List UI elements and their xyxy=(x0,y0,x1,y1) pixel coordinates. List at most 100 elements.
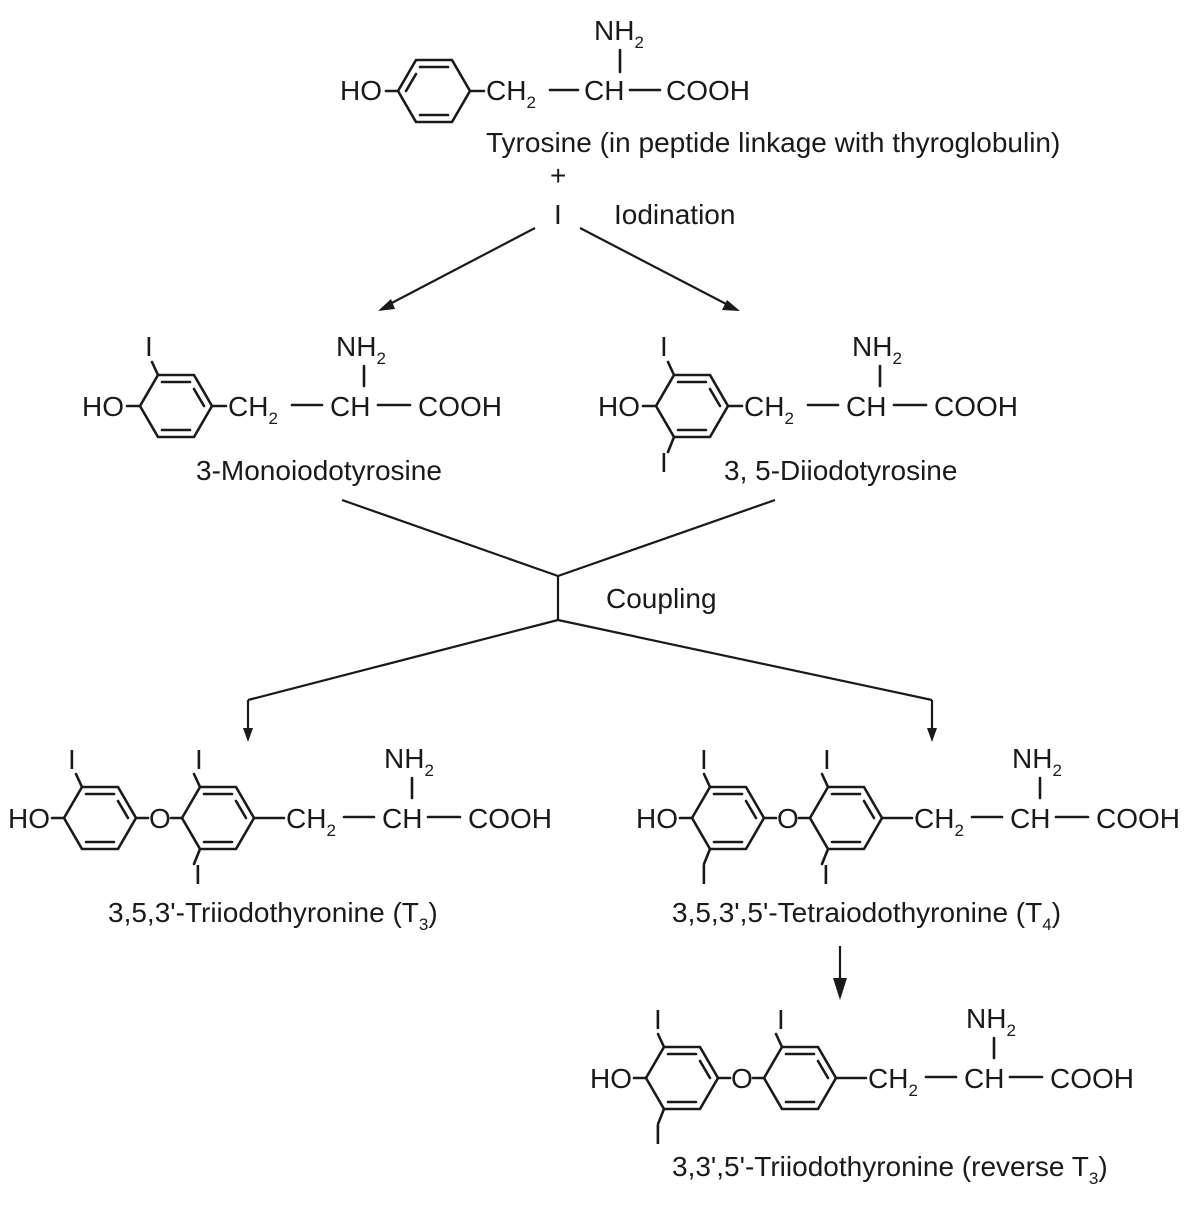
double-bond xyxy=(708,387,722,408)
iodine-label: I xyxy=(660,447,668,478)
bond xyxy=(774,1032,784,1049)
arrow-to-dit xyxy=(579,227,731,307)
coupling-connector xyxy=(243,498,937,742)
iodine-label: I xyxy=(194,859,202,890)
benzene-ring xyxy=(62,785,138,851)
alpha-carbon-label: CH xyxy=(330,391,370,422)
bond xyxy=(820,847,830,866)
double-bond xyxy=(192,387,206,408)
methylene-label: CH2 xyxy=(914,803,964,840)
ether-oxygen-label: O xyxy=(777,803,799,834)
methylene-label: CH2 xyxy=(286,803,336,840)
double-bond xyxy=(116,799,130,820)
hydroxyl-label: HO xyxy=(598,391,640,422)
carboxyl-label: COOH xyxy=(934,391,1018,422)
amino-label: NH2 xyxy=(384,743,434,780)
coupling-step-label: Coupling xyxy=(606,583,717,614)
bond xyxy=(656,1032,666,1049)
bond xyxy=(74,772,84,789)
methylene-label: CH2 xyxy=(486,75,536,112)
amino-label: NH2 xyxy=(594,15,644,52)
t4-structure: HO I I O I I CH2 CH COOH NH2 xyxy=(636,743,1180,890)
arrowhead xyxy=(833,978,847,1000)
t3-name: 3,5,3'-Triiodothyronine (T3) xyxy=(108,897,438,934)
bond xyxy=(820,772,830,789)
alpha-carbon-label: CH xyxy=(964,1063,1004,1094)
benzene-ring xyxy=(138,373,214,439)
methylene-label: CH2 xyxy=(744,391,794,428)
bond xyxy=(666,360,676,377)
benzene-ring xyxy=(396,58,472,124)
coupling-line xyxy=(247,618,559,702)
benzene-ring xyxy=(762,1045,838,1111)
hydroxyl-label: HO xyxy=(340,75,382,106)
bond xyxy=(150,360,160,377)
tyrosine-name: Tyrosine (in peptide linkage with thyrog… xyxy=(486,127,1060,158)
arrowhead xyxy=(722,300,740,311)
double-bond xyxy=(404,72,418,93)
coupling-line xyxy=(557,618,933,702)
carboxyl-label: COOH xyxy=(1050,1063,1134,1094)
bond xyxy=(656,1107,666,1126)
benzene-ring xyxy=(654,373,730,439)
coupling-line xyxy=(557,498,776,578)
hydroxyl-label: HO xyxy=(636,803,678,834)
monoiodotyrosine-structure: HO I CH2 CH COOH NH2 xyxy=(82,331,502,439)
bond xyxy=(666,435,676,454)
iodine-label: I xyxy=(700,859,708,890)
methylene-label: CH2 xyxy=(228,391,278,428)
reverse-t3-structure: HO I I O I CH2 CH COOH NH2 xyxy=(590,1003,1134,1150)
plus-sign: + xyxy=(550,160,566,191)
t3-structure: HO I O I I CH2 CH COOH NH2 xyxy=(8,743,552,890)
alpha-carbon-label: CH xyxy=(846,391,886,422)
double-bond xyxy=(698,1059,712,1080)
bond xyxy=(192,772,202,789)
diiodotyrosine-structure: HO I I CH2 CH COOH NH2 xyxy=(598,331,1018,478)
methylene-label: CH2 xyxy=(868,1063,918,1100)
iodine-label: I xyxy=(654,1119,662,1150)
dit-name: 3, 5-Diiodotyrosine xyxy=(724,455,957,486)
carboxyl-label: COOH xyxy=(666,75,750,106)
alpha-carbon-label: CH xyxy=(584,75,624,106)
iodine-label: I xyxy=(654,1004,662,1035)
arrow-to-mit xyxy=(385,227,536,307)
arrowhead xyxy=(243,728,253,742)
mit-name: 3-Monoiodotyrosine xyxy=(196,455,442,486)
tyrosine-structure: HO CH2 CH COOH NH2 xyxy=(340,15,750,124)
hydroxyl-label: HO xyxy=(590,1063,632,1094)
iodine-label: I xyxy=(68,744,76,775)
amino-label: NH2 xyxy=(1012,743,1062,780)
double-bond xyxy=(744,799,758,820)
ether-oxygen-label: O xyxy=(149,803,171,834)
bond xyxy=(702,772,712,789)
benzene-ring xyxy=(690,785,766,851)
alpha-carbon-label: CH xyxy=(1010,803,1050,834)
arrowhead xyxy=(378,299,395,311)
iodine-label: I xyxy=(777,1004,785,1035)
iodine-label: I xyxy=(822,859,830,890)
iodination-step-label: Iodination xyxy=(614,199,735,230)
iodine-label: I xyxy=(823,744,831,775)
iodine-label: I xyxy=(660,331,668,362)
iodine-label: I xyxy=(195,744,203,775)
amino-label: NH2 xyxy=(336,331,386,368)
iodine-label: I xyxy=(145,331,153,362)
double-bond xyxy=(816,1059,830,1080)
arrowhead xyxy=(927,728,937,742)
bond xyxy=(192,847,202,866)
reverse-t3-name: 3,3',5'-Triiodothyronine (reverse T3) xyxy=(672,1151,1108,1188)
hydroxyl-label: HO xyxy=(82,391,124,422)
hydroxyl-label: HO xyxy=(8,803,50,834)
carboxyl-label: COOH xyxy=(468,803,552,834)
double-bond xyxy=(234,799,248,820)
benzene-ring xyxy=(644,1045,720,1111)
iodine-label: I xyxy=(700,744,708,775)
bond xyxy=(702,847,712,866)
carboxyl-label: COOH xyxy=(418,391,502,422)
carboxyl-label: COOH xyxy=(1096,803,1180,834)
t4-name: 3,5,3',5'-Tetraiodothyronine (T4) xyxy=(672,897,1061,934)
iodine-reagent: I xyxy=(554,199,562,230)
benzene-ring xyxy=(808,785,884,851)
